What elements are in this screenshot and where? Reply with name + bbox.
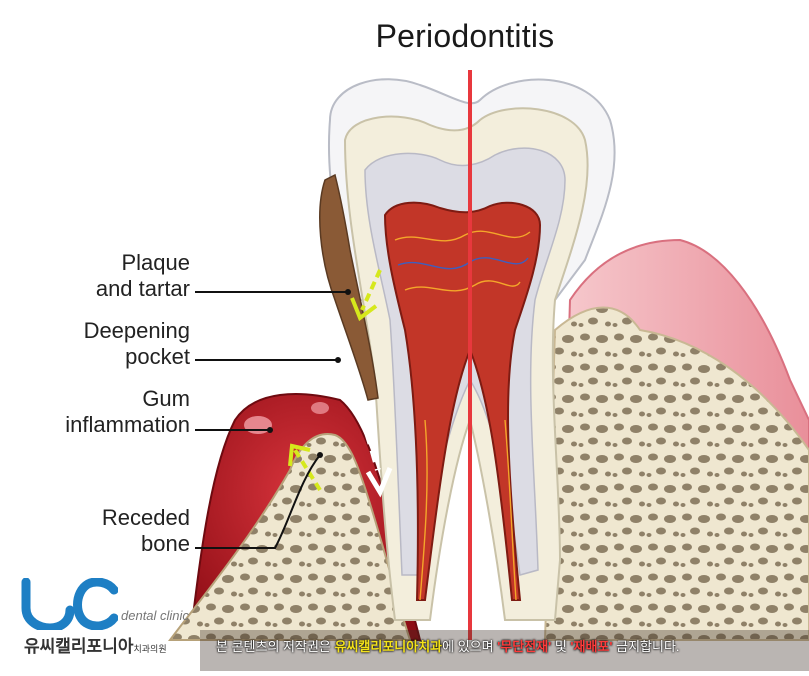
logo-tagline: dental clinic — [121, 608, 189, 623]
label-line: Receded — [101, 505, 190, 530]
label-deepening-pocket: Deepening pocket — [40, 318, 190, 370]
notice-clinic-name: 유씨캘리포니아치과 — [334, 639, 443, 654]
label-line: inflammation — [65, 412, 190, 437]
pocket-arrowhead — [365, 467, 393, 498]
logo-name-main: 유씨캘리포니아 — [24, 637, 134, 656]
logo-name-suffix: 치과의원 — [133, 644, 167, 654]
notice-quote-1: '무단전재' — [497, 639, 552, 654]
label-line: and tartar — [95, 276, 190, 301]
gum-highlight-2 — [311, 402, 329, 414]
label-receded-bone: Receded bone — [40, 505, 190, 557]
label-gum-inflammation: Gum inflammation — [10, 386, 190, 438]
clinic-logo: dental clinic 유씨캘리포니아치과의원 — [18, 577, 218, 668]
tartar-deposit — [319, 173, 379, 401]
leader-lines — [195, 291, 348, 549]
label-line: Gum — [142, 386, 190, 411]
notice-text: 본 콘텐츠의 저작권은 — [216, 639, 335, 654]
label-line: bone — [141, 531, 190, 556]
yellow-arrow-plaque — [350, 269, 382, 322]
label-line: Deepening — [83, 318, 190, 343]
notice-text: 에 있으며 — [442, 639, 498, 654]
diagram-title: Periodontitis — [375, 18, 555, 54]
notice-quote-2: '재배포' — [570, 639, 613, 654]
uc-logo-mark — [21, 577, 119, 633]
logo-clinic-name: 유씨캘리포니아치과의원 — [24, 632, 167, 657]
label-line: Plaque — [121, 250, 190, 275]
yellow-arrow-bone — [288, 443, 322, 492]
label-plaque-and-tartar: Plaque and tartar — [40, 250, 190, 302]
label-line: pocket — [125, 344, 190, 369]
notice-text: 및 — [551, 639, 571, 654]
notice-text: 금지합니다. — [612, 639, 680, 654]
bone-right — [543, 306, 809, 641]
pulp-vessels — [394, 230, 531, 601]
notice-band — [200, 630, 809, 671]
pocket-arrow — [325, 323, 381, 471]
leader-dots — [267, 289, 351, 458]
copyright-notice: 본 콘텐츠의 저작권은 유씨캘리포니아치과에 있으며 '무단전재' 및 '재배포… — [216, 636, 796, 655]
pulp-chamber — [383, 201, 542, 601]
